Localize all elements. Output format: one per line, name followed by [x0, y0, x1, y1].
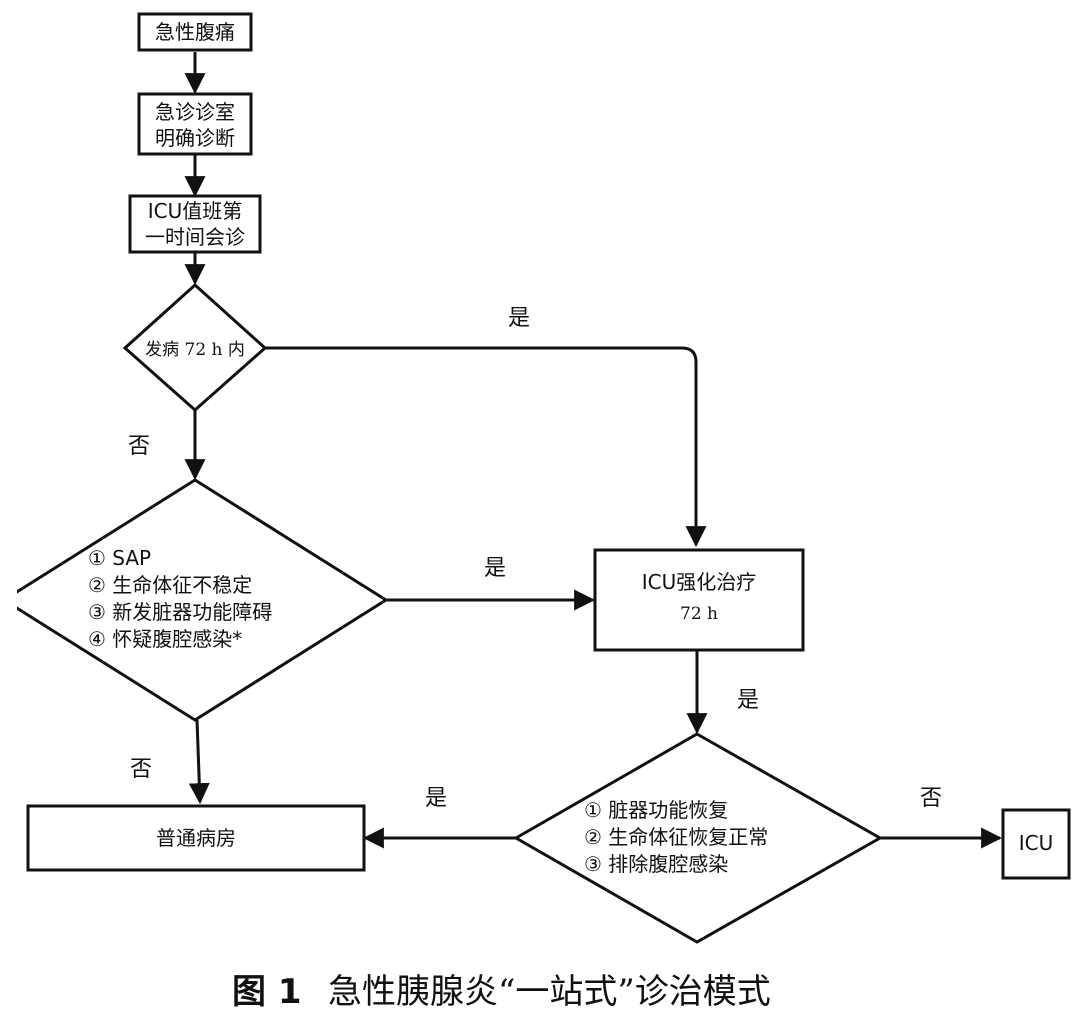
node-icu-consult: ICU值班第 一时间会诊 [128, 194, 262, 254]
figure-caption: 图 1 急性胰腺炎“一站式”诊治模式 [232, 972, 771, 1012]
edge-onset-yes [265, 346, 707, 548]
caption-figure-number: 图 1 [232, 972, 302, 1012]
left-edge-mask [0, 480, 17, 720]
node-acute-pain: 急性腹痛 [137, 12, 253, 52]
decision-label: 发病 72 h 内 [145, 340, 245, 360]
recovery-item-3: ③ 排除腹腔感染 [584, 852, 728, 876]
decision-criteria: ① SAP ② 生命体征不稳定 ③ 新发脏器功能障碍 ④ 怀疑腹腔感染* [1, 478, 389, 722]
node-label-line2: 72 h [680, 604, 718, 624]
node-label-line2: 明确诊断 [155, 126, 235, 150]
recovery-item-2: ② 生命体征恢复正常 [584, 825, 768, 849]
node-label: 急性腹痛 [155, 20, 235, 44]
decision-onset-72h: 发病 72 h 内 [122, 282, 268, 413]
edge-label-after-icu-yes: 是 [737, 688, 759, 713]
edge-label-criteria-no: 否 [130, 757, 152, 782]
edge-label-onset-no: 否 [128, 434, 150, 459]
node-label: ICU [1019, 831, 1054, 855]
node-general-ward: 普通病房 [26, 804, 366, 872]
criteria-item-2: ② 生命体征不稳定 [88, 573, 252, 597]
criteria-item-1: ① SAP [88, 546, 151, 570]
node-label-line1: 急诊诊室 [155, 100, 235, 124]
edge-label-recovery-no: 否 [920, 786, 942, 811]
node-label-line1: ICU值班第 [148, 199, 243, 223]
edges [184, 52, 1003, 849]
edge-label-criteria-yes: 是 [484, 556, 506, 581]
edge-criteria-no [188, 719, 210, 805]
node-label: 普通病房 [156, 826, 236, 850]
caption-title: 急性胰腺炎“一站式”诊治模式 [328, 972, 771, 1012]
node-label-line2: 一时间会诊 [145, 225, 245, 249]
node-icu-intensive: ICU强化治疗 72 h [593, 548, 805, 652]
criteria-item-3: ③ 新发脏器功能障碍 [88, 600, 272, 624]
recovery-item-1: ① 脏器功能恢复 [584, 798, 728, 822]
criteria-item-4: ④ 怀疑腹腔感染* [88, 627, 242, 651]
edge-label-onset-yes: 是 [508, 306, 530, 331]
node-icu: ICU [1001, 808, 1071, 880]
node-emergency-room: 急诊诊室 明确诊断 [137, 92, 253, 156]
edge-label-recovery-yes: 是 [425, 786, 447, 811]
node-label-line1: ICU强化治疗 [642, 570, 757, 594]
decision-recovery: ① 脏器功能恢复 ② 生命体征恢复正常 ③ 排除腹腔感染 [512, 732, 884, 944]
